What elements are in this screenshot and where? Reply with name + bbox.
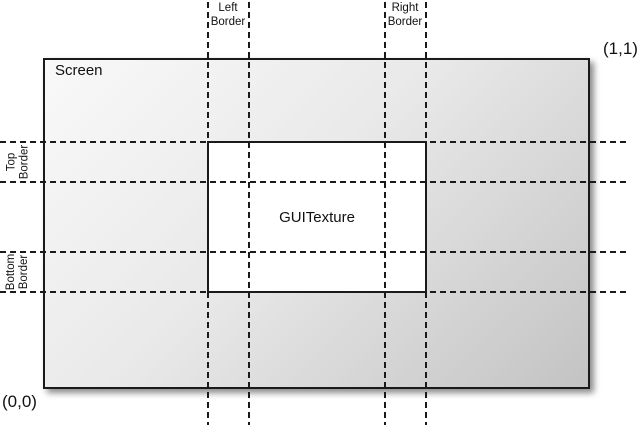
guitexture-label: GUITexture [279, 208, 355, 226]
right-border-label-line1: Right [391, 2, 419, 14]
left-border-outer-line [207, 2, 209, 425]
bottom-border-label: Bottom Border [0, 251, 38, 292]
top-border-outer-line [0, 141, 628, 143]
bottom-border-label-line2: Border [18, 254, 30, 289]
top-border-label-line2: Border [18, 144, 30, 179]
guitexture-rect [207, 141, 427, 293]
right-border-outer-line [425, 2, 427, 425]
left-border-label-line1: Left [218, 2, 238, 14]
top-border-inner-line [0, 181, 628, 183]
top-border-label: Top Border [0, 141, 38, 182]
bottom-border-outer-line [0, 291, 628, 293]
right-border-inner-line [384, 2, 386, 425]
origin-coordinate-label: (0,0) [2, 392, 37, 411]
right-border-label: Right Border [375, 1, 435, 29]
unit-coordinate-label: (1,1) [603, 39, 638, 58]
screen-label: Screen [55, 62, 103, 79]
top-border-label-text: Top Border [5, 144, 31, 179]
right-border-label-line2: Border [387, 16, 423, 28]
bottom-border-inner-line [0, 251, 628, 253]
left-border-label: Left Border [198, 1, 258, 29]
bottom-border-label-text: Bottom Border [5, 253, 31, 289]
left-border-label-line2: Border [210, 16, 246, 28]
top-border-label-line1: Top [5, 152, 17, 171]
left-border-inner-line [248, 2, 250, 425]
bottom-border-label-line1: Bottom [5, 253, 17, 290]
